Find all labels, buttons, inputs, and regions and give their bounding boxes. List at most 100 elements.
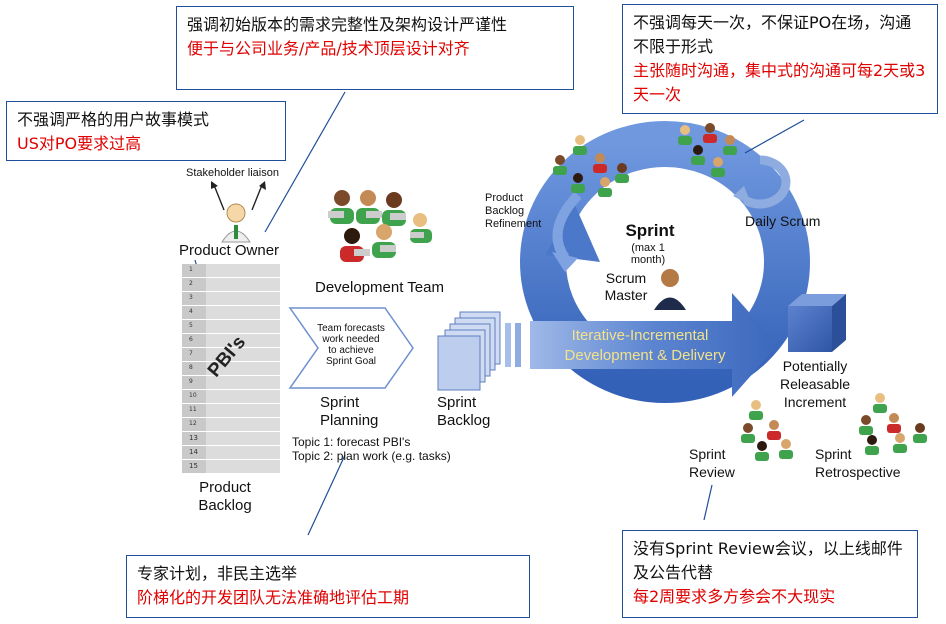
backlog-row: 1 <box>182 264 280 278</box>
backlog-row-number: 2 <box>182 278 206 291</box>
callout-daily-scrum-red: 主张随时沟通，集中式的沟通可每2天或3天一次 <box>633 61 926 104</box>
backlog-row: 10 <box>182 390 280 404</box>
product-owner-icon <box>221 203 251 243</box>
callout-daily-scrum-text: 不强调每天一次，不保证PO在场，沟通不限于形式 <box>633 13 912 56</box>
callout-planning: 专家计划，非民主选举 阶梯化的开发团队无法准确地评估工期 <box>126 555 530 618</box>
sprint-cycle <box>520 121 810 403</box>
callout-daily-scrum: 不强调每天一次，不保证PO在场，沟通不限于形式 主张随时沟通，集中式的沟通可每2… <box>622 4 938 114</box>
increment-label: Potentially Releasable Increment <box>779 358 851 410</box>
callout-user-story: 不强调严格的用户故事模式 US对PO要求过高 <box>6 101 286 161</box>
increment-cube <box>788 294 846 352</box>
development-team-label: Development Team <box>315 279 444 296</box>
backlog-row-body <box>206 334 280 347</box>
backlog-row-body <box>206 278 280 291</box>
backlog-row: 4 <box>182 306 280 320</box>
callout-review-red: 每2周要求多方参会不大现实 <box>633 587 836 606</box>
backlog-row-body <box>206 264 280 277</box>
backlog-row-number: 7 <box>182 348 206 361</box>
backlog-row: 7 <box>182 348 280 362</box>
sprint-label: Sprint <box>625 221 675 240</box>
backlog-row-number: 6 <box>182 334 206 347</box>
backlog-row-body <box>206 376 280 389</box>
people-icons <box>221 123 927 461</box>
backlog-row: 13 <box>182 432 280 446</box>
stakeholder-arrow-left <box>213 184 225 211</box>
pointer-review <box>703 484 713 521</box>
callout-review-text: 没有Sprint Review会议，以上线邮件及公告代替 <box>633 539 903 582</box>
cube-top <box>788 294 846 306</box>
stakeholder-arrowhead-right <box>259 181 266 190</box>
backlog-row: 5 <box>182 320 280 334</box>
daily-scrum-arrow <box>742 155 791 209</box>
callout-requirements-red: 便于与公司业务/产品/技术顶层设计对齐 <box>187 39 470 58</box>
backlog-row-number: 15 <box>182 460 206 473</box>
pointer-daily <box>744 119 805 154</box>
backlog-row: 2 <box>182 278 280 292</box>
backlog-row: 8 <box>182 362 280 376</box>
backlog-row-body <box>206 404 280 417</box>
iterative-text-1: Iterative-Incremental <box>572 327 709 344</box>
scrum-master-label: Scrum Master <box>604 270 648 303</box>
stakeholder-arrow-right <box>251 184 263 211</box>
backlog-row-body <box>206 320 280 333</box>
sprint-retrospective-label: Sprint Retrospective <box>815 446 901 480</box>
callout-planning-text: 专家计划，非民主选举 <box>137 564 298 583</box>
backlog-row-number: 5 <box>182 320 206 333</box>
cube-front <box>788 306 832 352</box>
arrow-body <box>530 293 778 397</box>
pointer-planning <box>307 454 346 536</box>
daily-scrum-arrowhead <box>733 186 752 206</box>
backlog-row-number: 12 <box>182 418 206 431</box>
sheet-5 <box>437 335 481 391</box>
arrow-stripe-1 <box>505 323 511 367</box>
backlog-row-number: 9 <box>182 376 206 389</box>
daily-scrum-group-icon <box>678 123 737 177</box>
daily-scrum-label: Daily Scrum <box>745 213 821 229</box>
backlog-row-number: 13 <box>182 432 206 445</box>
backlog-row-body <box>206 432 280 445</box>
callout-requirements-text: 强调初始版本的需求完整性及架构设计严谨性 <box>187 15 508 34</box>
iterative-arrow <box>505 293 778 397</box>
backlog-row: 12 <box>182 418 280 432</box>
backlog-row-body <box>206 306 280 319</box>
product-owner-label: Product Owner <box>179 242 280 259</box>
review-group-icon <box>741 400 793 461</box>
backlog-row-number: 4 <box>182 306 206 319</box>
arrow-stripe-2 <box>515 323 521 367</box>
backlog-row-body <box>206 390 280 403</box>
pb-refinement-label: Product Backlog Refinement <box>485 192 542 230</box>
cube-side <box>832 294 846 352</box>
sprint-ring <box>520 121 810 403</box>
backlog-row: 14 <box>182 446 280 460</box>
backlog-row-number: 11 <box>182 404 206 417</box>
planning-chevron <box>288 307 414 389</box>
callout-user-story-text: 不强调严格的用户故事模式 <box>17 110 210 129</box>
sprint-planning-label: Sprint Planning <box>320 394 379 429</box>
stakeholder-arrowhead-left <box>211 181 218 189</box>
backlog-row-body <box>206 292 280 305</box>
retro-group-icon <box>859 393 927 455</box>
backlog-row-body <box>206 348 280 361</box>
topic2-label: Topic 2: plan work (e.g. tasks) <box>292 449 451 463</box>
topic1-label: Topic 1: forecast PBI's <box>292 435 411 449</box>
backlog-row-number: 3 <box>182 292 206 305</box>
refinement-group-icon <box>553 135 629 197</box>
sprint-review-label: Sprint Review <box>689 446 735 480</box>
pointer-po <box>264 91 346 233</box>
backlog-row: 11 <box>182 404 280 418</box>
callout-user-story-red: US对PO要求过高 <box>17 134 142 153</box>
iterative-text-2: Development & Delivery <box>565 347 726 364</box>
product-backlog-label: Product Backlog <box>198 479 252 514</box>
backlog-row: 9 <box>182 376 280 390</box>
backlog-row: 3 <box>182 292 280 306</box>
callout-requirements: 强调初始版本的需求完整性及架构设计严谨性 便于与公司业务/产品/技术顶层设计对齐 <box>176 6 574 90</box>
scrum-master-icon <box>654 269 686 310</box>
callout-planning-red: 阶梯化的开发团队无法准确地评估工期 <box>137 588 410 607</box>
callout-review: 没有Sprint Review会议，以上线邮件及公告代替 每2周要求多方参会不大… <box>622 530 918 618</box>
sprint-ring-center <box>567 168 763 356</box>
backlog-row: 15 <box>182 460 280 474</box>
refinement-arrow <box>552 191 582 261</box>
sprint-sub-label: (max 1 month) <box>630 242 666 266</box>
